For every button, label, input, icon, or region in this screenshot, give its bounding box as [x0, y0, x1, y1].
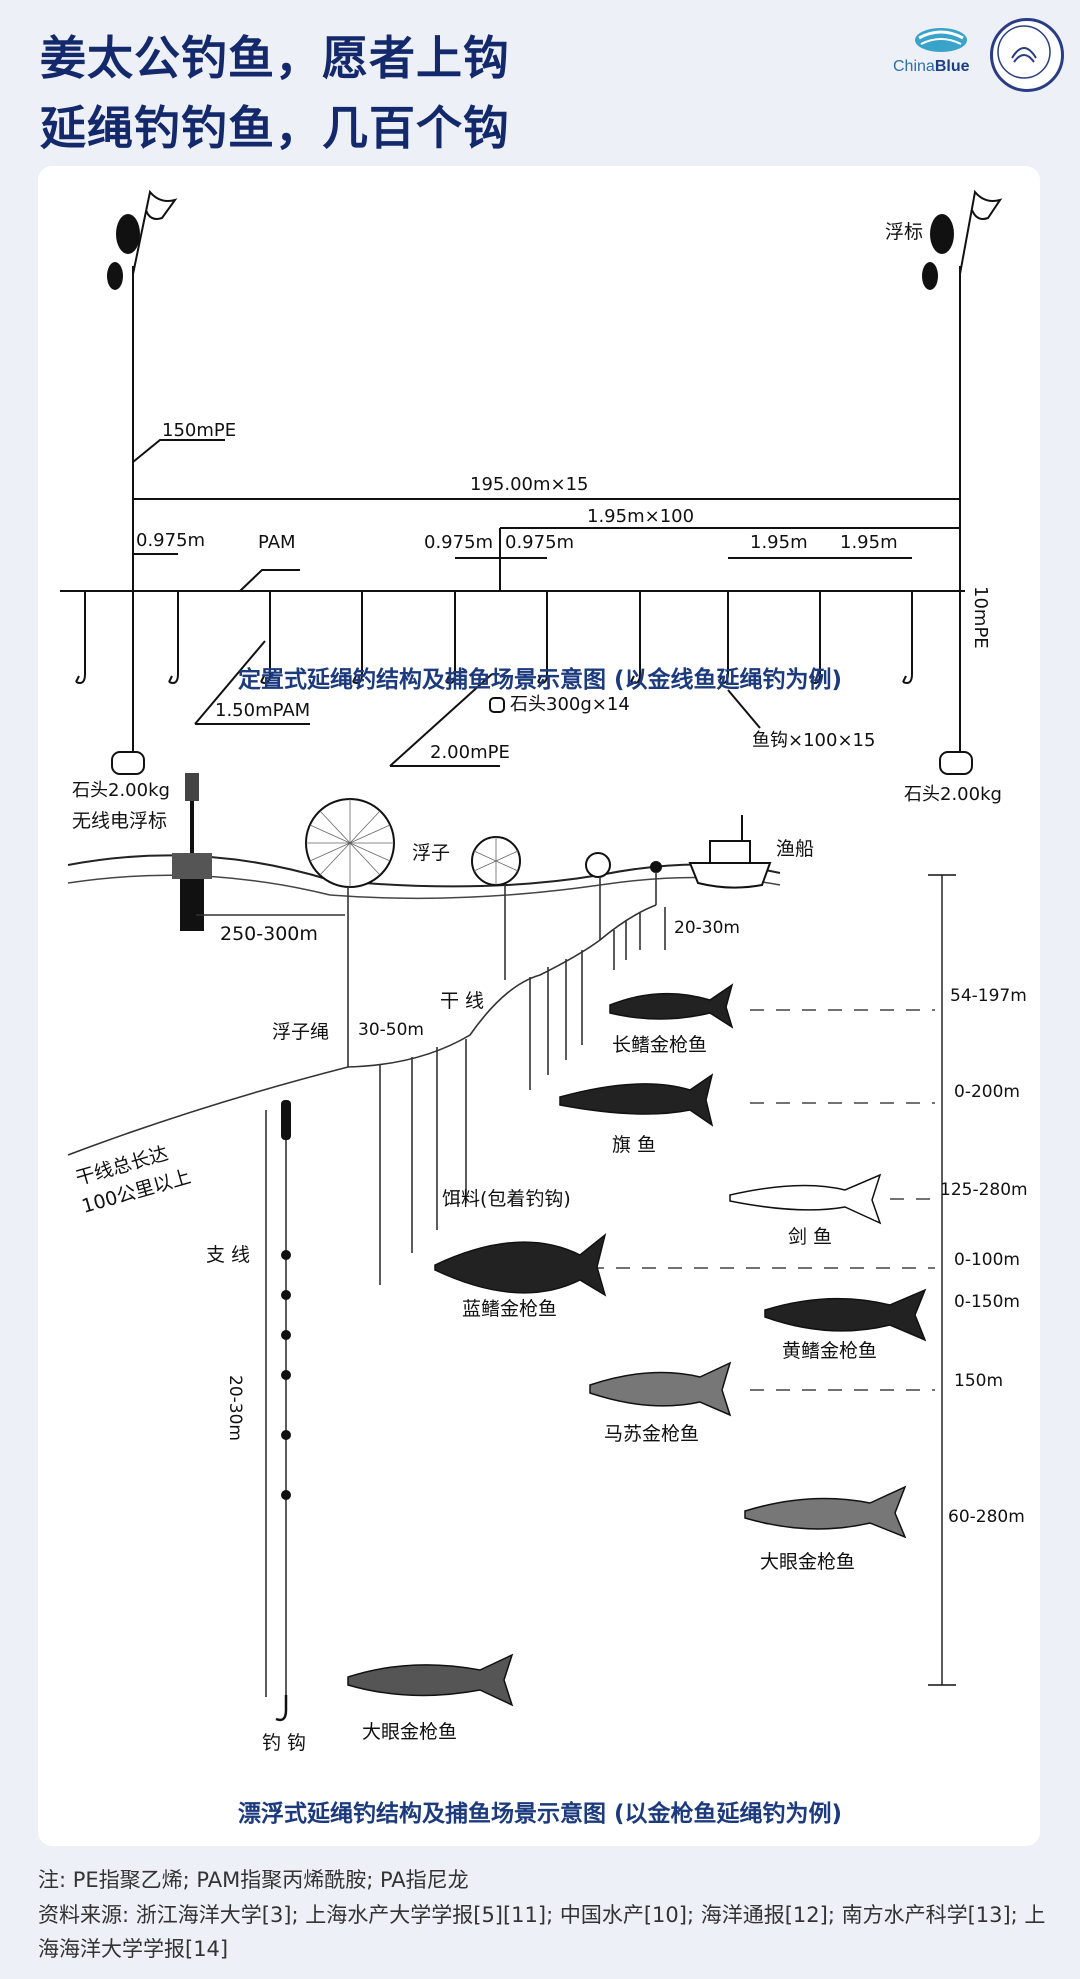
bluefin-tuna-icon — [434, 1233, 607, 1297]
branch-hook — [902, 591, 913, 684]
fish-icons — [347, 983, 927, 1707]
label-stone-left: 石头2.00kg — [72, 780, 170, 801]
bigeye-tuna-bottom-icon — [347, 1653, 514, 1707]
label-20-30m-branch: 20-30m — [225, 1375, 245, 1441]
fish-name: 剑 鱼 — [788, 1226, 832, 1248]
yellowfin-tuna-icon — [764, 1288, 927, 1342]
branch-hook — [537, 591, 548, 684]
radio-buoy-icon — [172, 773, 212, 931]
label-pam: PAM — [258, 532, 296, 553]
page-subtitle: 延绳钓钓鱼，几百个钩 — [40, 101, 510, 155]
fish-name: 蓝鳍金枪鱼 — [462, 1298, 557, 1320]
label-195-a: 1.95m — [750, 532, 808, 553]
sailfish-icon — [559, 1073, 714, 1127]
diagram1-caption: 定置式延绳钓结构及捕鱼场景示意图 (以金线鱼延绳钓为例) — [237, 667, 843, 693]
fixed-longline-diagram: 150mPE 浮标 195.00m×15 1.95m×100 0.975m PA… — [60, 189, 1003, 805]
fish-depth: 54-197m — [950, 986, 1027, 1006]
fishing-boat-icon — [688, 815, 772, 889]
branch-hook — [260, 591, 271, 684]
fish-depth: 125-280m — [940, 1180, 1028, 1200]
label-195-b: 1.95m — [840, 532, 898, 553]
label-200mpe: 2.00mPE — [430, 742, 510, 763]
label-hook: 钓 钩 — [262, 1732, 306, 1754]
label-boat: 渔船 — [776, 838, 814, 860]
label-30-50m: 30-50m — [358, 1020, 424, 1040]
label-150mpam: 1.50mPAM — [215, 700, 310, 721]
right-buoy-icon — [930, 214, 954, 254]
label-10mpe: 10mPE — [970, 586, 991, 649]
fish-name: 大眼金枪鱼 — [760, 1551, 855, 1573]
fish-name: 马苏金枪鱼 — [604, 1423, 699, 1445]
label-bait: 饵料(包着钓钩) — [442, 1188, 571, 1210]
branch-hook — [630, 591, 641, 684]
fish-name: 黄鳍金枪鱼 — [782, 1340, 877, 1362]
chinablue-logo: ChinaBlue — [893, 18, 983, 88]
label-spacing: 1.95m×100 — [587, 506, 694, 527]
label-stone300: 石头300g×14 — [510, 694, 630, 715]
fish-name: 长鳍金枪鱼 — [612, 1034, 707, 1056]
label-float-rope: 浮子绳 — [272, 1021, 329, 1043]
label-150mpe: 150mPE — [162, 420, 236, 441]
branch-hook — [718, 591, 729, 684]
diagram2-caption: 漂浮式延绳钓结构及捕鱼场景示意图 (以金枪鱼延绳钓为例) — [237, 1801, 843, 1827]
label-stone-right: 石头2.00kg — [904, 784, 1002, 805]
albacore-fish-icon — [609, 983, 734, 1029]
branch-hook — [810, 591, 821, 684]
fish-depth: 0-100m — [954, 1250, 1020, 1270]
label-total-length: 195.00m×15 — [470, 474, 589, 495]
label-0975-c: 0.975m — [505, 532, 574, 553]
diagram-card — [38, 166, 1040, 1846]
label-hooks-count: 鱼钩×100×15 — [752, 730, 875, 751]
page-title: 姜太公钓鱼，愿者上钩 — [40, 31, 510, 85]
sources: 资料来源: 浙江海洋大学[3]; 上海水产大学学报[5][11]; 中国水产[1… — [38, 1903, 1046, 1961]
fish-depth: 150m — [954, 1371, 1003, 1391]
label-radio-buoy: 无线电浮标 — [72, 810, 167, 832]
bigeye-tuna-icon — [744, 1485, 907, 1539]
fish-depth: 0-200m — [954, 1082, 1020, 1102]
label-0975-a: 0.975m — [136, 530, 205, 551]
fish-depth: 0-150m — [954, 1292, 1020, 1312]
left-buoy-icon — [116, 214, 140, 254]
branch-hook — [75, 591, 86, 684]
fish-depth: 60-280m — [948, 1507, 1025, 1527]
fish-logo-icon — [915, 28, 967, 52]
fish-name: 大眼金枪鱼 — [362, 1721, 457, 1743]
branch-hook — [168, 591, 179, 684]
stone-right-icon — [939, 751, 973, 775]
label-0975-b: 0.975m — [424, 532, 493, 553]
label-branch-line: 支 线 — [206, 1244, 250, 1266]
southern-bluefin-icon — [589, 1361, 732, 1417]
branch-hook — [352, 591, 363, 684]
fish-name: 旗 鱼 — [612, 1134, 656, 1156]
floating-longline-diagram: 无线电浮标 浮子 渔船 250-300m 20-30m 浮子绳 30-50m 干… — [67, 773, 1028, 1754]
stone-left-icon — [111, 751, 145, 775]
label-buoy: 浮标 — [885, 221, 923, 243]
footnote: 注: PE指聚乙烯; PAM指聚丙烯酰胺; PA指尼龙 — [38, 1868, 469, 1892]
university-seal-icon — [990, 18, 1064, 92]
branch-hook — [445, 591, 456, 684]
swordfish-icon — [729, 1173, 882, 1225]
label-float: 浮子 — [412, 842, 450, 864]
label-250-300m: 250-300m — [220, 923, 318, 945]
label-20-30m-top: 20-30m — [674, 918, 740, 938]
label-mainline: 干 线 — [440, 990, 484, 1012]
hook-icon — [275, 1695, 288, 1722]
